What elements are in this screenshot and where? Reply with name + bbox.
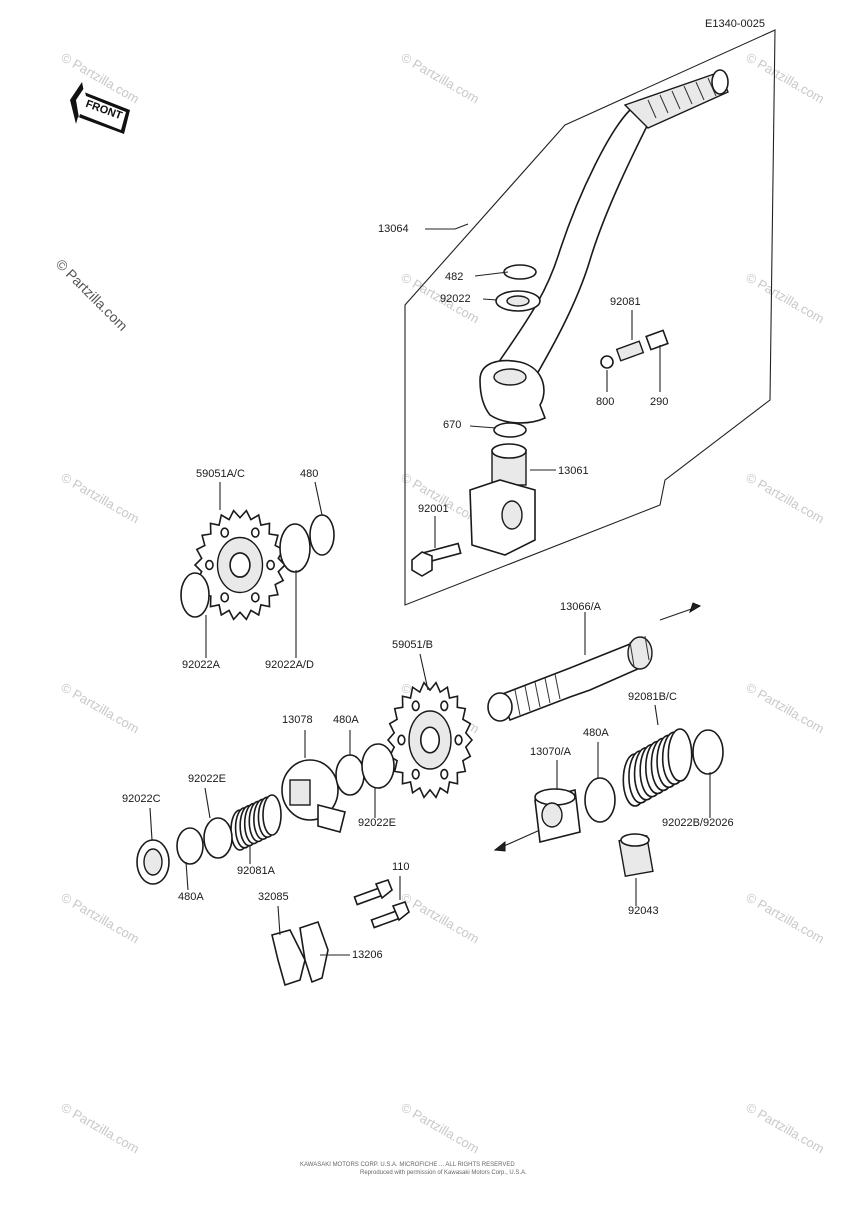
part-label-92081bc: 92081B/C [628, 691, 677, 703]
ring-670 [493, 422, 527, 438]
circlip-480 [309, 514, 335, 556]
gear-59051a-c [193, 509, 287, 621]
washer-92022ad [279, 523, 311, 573]
washer-92022a [180, 572, 210, 618]
watermark-text: © Partzilla.com [399, 890, 482, 947]
washer-92022b-92026 [692, 729, 724, 775]
diagram-code: E1340-0025 [705, 18, 765, 30]
part-label-92081: 92081 [610, 296, 641, 308]
part-label-800: 800 [596, 396, 614, 408]
pin-92043 [618, 833, 654, 877]
circlip-480a-right [584, 777, 616, 823]
watermark-text: © Partzilla.com [744, 50, 827, 107]
side-copyright-watermark: © Partzilla.com [53, 256, 131, 334]
part-label-32085: 32085 [258, 891, 289, 903]
watermark-layer: © Partzilla.com © Partzilla.com © Partzill… [59, 50, 827, 1157]
washer-92022e-lower [203, 817, 233, 859]
bolts-110 [353, 879, 410, 929]
part-label-480a-3: 480A [178, 891, 204, 903]
ball-800 [600, 355, 614, 369]
watermark-text: © Partzilla.com [59, 50, 142, 107]
part-label-670: 670 [443, 419, 461, 431]
spring-92081a [230, 794, 282, 851]
part-label-92022a: 92022A [182, 659, 221, 671]
part-label-482: 482 [445, 271, 463, 283]
part-labels: 13064 482 92022 92081 800 290 670 13061 92001 590… [122, 223, 734, 961]
part-label-92022: 92022 [440, 293, 471, 305]
washer-92022e-upper [361, 743, 395, 789]
kick-shaft-13066a [487, 602, 702, 722]
guide-plates-32085-13206 [271, 920, 329, 987]
watermark-text: © Partzilla.com [59, 680, 142, 737]
part-label-92022b92026: 92022B/92026 [662, 817, 734, 829]
pedal-holder-13061 [469, 443, 536, 556]
watermark-text: © Partzilla.com [744, 470, 827, 527]
washer-92022-hole [506, 295, 530, 307]
part-label-110: 110 [392, 861, 410, 873]
watermark-text: © Partzilla.com [744, 680, 827, 737]
part-label-13206: 13206 [352, 949, 383, 961]
watermark-text: © Partzilla.com [399, 50, 482, 107]
part-label-480: 480 [300, 468, 318, 480]
svg-text:© Partzilla.com: © Partzilla.com [53, 256, 131, 334]
watermark-text: © Partzilla.com [399, 1100, 482, 1157]
part-label-13066a: 13066/A [560, 601, 602, 613]
part-label-290: 290 [650, 396, 668, 408]
ratchet-13078 [281, 759, 346, 833]
watermark-text: © Partzilla.com [744, 890, 827, 947]
part-label-59051b: 59051/B [392, 639, 433, 651]
footer-copyright-line1: KAWASAKI MOTORS CORP. U.S.A. MICROFICHE … [300, 1162, 515, 1168]
part-label-92022e-2: 92022E [358, 817, 396, 829]
watermark-text: © Partzilla.com [744, 270, 827, 327]
watermark-text: © Partzilla.com [59, 1100, 142, 1157]
bolt-92001 [411, 542, 462, 577]
footer-copyright-line2: Reproduced with permission of Kawasaki M… [360, 1170, 527, 1176]
gear-59051-b [386, 681, 474, 799]
watermark-text: © Partzilla.com [59, 890, 142, 947]
part-label-13070a: 13070/A [530, 746, 572, 758]
part-label-92043: 92043 [628, 905, 659, 917]
spring-92081b-c [622, 728, 693, 807]
part-label-92022e-1: 92022E [188, 773, 226, 785]
part-label-59051ac: 59051A/C [196, 468, 245, 480]
washer-92022c-hole [143, 848, 163, 876]
watermark-text: © Partzilla.com [744, 1100, 827, 1157]
spring-92081 [615, 340, 645, 362]
plug-290 [645, 329, 669, 351]
circlip-480a-lower [176, 827, 204, 865]
watermark-text: © Partzilla.com [59, 470, 142, 527]
part-label-92022c: 92022C [122, 793, 161, 805]
part-label-13061: 13061 [558, 465, 589, 477]
circlip-480a-upper [335, 754, 365, 796]
watermark-text: © Partzilla.com [399, 470, 482, 527]
part-label-92001: 92001 [418, 503, 449, 515]
part-label-480a-1: 480A [333, 714, 359, 726]
collar-13070a [493, 788, 581, 852]
pedal-assembly-outline [404, 29, 776, 606]
leader-lines [149, 223, 711, 956]
part-label-13078: 13078 [282, 714, 313, 726]
part-label-92022ad: 92022A/D [265, 659, 314, 671]
kick-pedal-lever [479, 69, 729, 424]
part-label-13064: 13064 [378, 223, 409, 235]
part-label-92081a: 92081A [237, 865, 276, 877]
circlip-482 [503, 264, 537, 280]
part-label-480a-2: 480A [583, 727, 609, 739]
